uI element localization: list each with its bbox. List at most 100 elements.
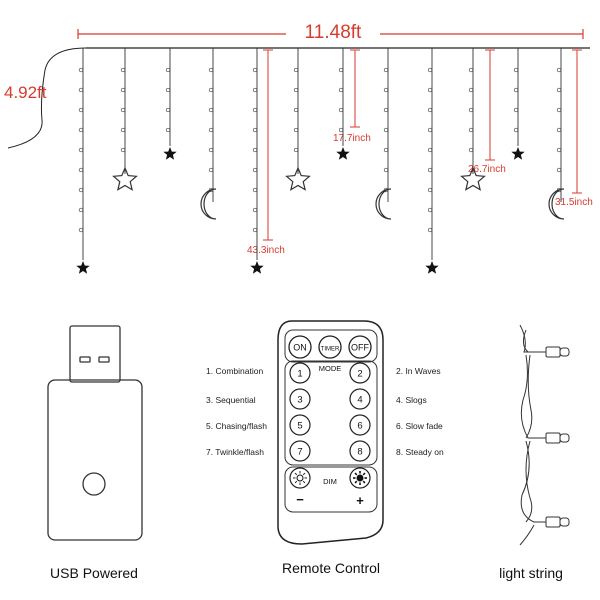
led-bead: [78, 167, 84, 173]
led-bulb-icon: [545, 516, 570, 528]
strand: [112, 48, 138, 191]
led-bead: [208, 87, 214, 93]
mode-label-6: 6. Slow fade: [396, 421, 443, 431]
timer-button[interactable]: TIMER: [318, 335, 342, 359]
strand: [460, 48, 486, 191]
off-button[interactable]: OFF: [348, 335, 372, 359]
led-bead: [78, 107, 84, 113]
star-icon: [112, 166, 138, 191]
led-bead: [165, 87, 171, 93]
mode-key-7[interactable]: 7: [289, 440, 311, 462]
led-bead: [120, 147, 126, 153]
svg-text:2: 2: [357, 369, 362, 380]
height-label: 4.92ft: [4, 83, 47, 102]
mode-heading: MODE: [319, 364, 342, 373]
led-bead: [165, 107, 171, 113]
led-bead: [78, 67, 84, 73]
mode-key-3[interactable]: 3: [289, 388, 311, 410]
mode-key-4[interactable]: 4: [349, 388, 371, 410]
mode-label-5: 5. Chasing/flash: [206, 421, 267, 431]
led-bead: [427, 227, 433, 233]
led-bead: [293, 127, 299, 133]
led-bead: [208, 107, 214, 113]
led-bead: [556, 67, 562, 73]
led-bead: [468, 67, 474, 73]
svg-text:6: 6: [357, 421, 362, 432]
usb-caption: USB Powered: [50, 565, 138, 581]
led-bead: [513, 107, 519, 113]
svg-text:3: 3: [297, 395, 302, 406]
mode-key-2[interactable]: 2: [349, 362, 371, 384]
dim-up-button[interactable]: [349, 467, 371, 489]
mode-key-1[interactable]: 1: [289, 362, 311, 384]
moon-icon: [200, 188, 217, 220]
led-bead: [120, 127, 126, 133]
strand: [511, 48, 525, 160]
star-icon: [425, 261, 439, 274]
dim-down-button[interactable]: [289, 467, 311, 489]
sun-icon: [293, 471, 307, 485]
timer-button-label: TIMER: [321, 347, 340, 353]
width-dimension-line: [77, 29, 584, 39]
led-bead: [513, 87, 519, 93]
led-bead: [252, 207, 258, 213]
led-bead: [513, 67, 519, 73]
star-icon: [163, 147, 177, 160]
star-icon: [285, 166, 311, 191]
led-bead: [165, 127, 171, 133]
led-bead: [556, 167, 562, 173]
led-bead: [252, 147, 258, 153]
drop-label-a: 17.7inch: [333, 133, 371, 144]
remote-caption: Remote Control: [281, 560, 381, 576]
led-bead: [208, 167, 214, 173]
led-bulb-icon: [545, 432, 570, 444]
led-bead: [468, 87, 474, 93]
dim-plus-sign: +: [356, 493, 364, 508]
width-label: 11.48ft: [305, 22, 362, 43]
strand: [285, 48, 311, 191]
led-bead: [383, 87, 389, 93]
led-bead: [556, 107, 562, 113]
on-button[interactable]: ON: [288, 335, 312, 359]
on-button-label: ON: [293, 343, 307, 353]
usb-plug-icon: [47, 325, 143, 541]
led-bead: [252, 167, 258, 173]
lead-cable: [7, 47, 87, 149]
led-bead: [427, 167, 433, 173]
led-bead: [427, 87, 433, 93]
led-bead: [427, 187, 433, 193]
star-icon: [336, 147, 350, 160]
light-string: [519, 324, 546, 546]
led-bead: [427, 207, 433, 213]
led-bead: [252, 227, 258, 233]
strand: [250, 48, 264, 274]
led-bead: [293, 147, 299, 153]
led-bead: [252, 127, 258, 133]
led-bead: [556, 147, 562, 153]
star-icon: [511, 147, 525, 160]
led-bead: [208, 67, 214, 73]
led-bead: [78, 187, 84, 193]
mode-label-4: 4. Slogs: [396, 395, 427, 405]
led-bead: [468, 147, 474, 153]
moon-icon: [375, 188, 392, 220]
led-bead: [120, 107, 126, 113]
mode-key-8[interactable]: 8: [349, 440, 371, 462]
strand: [548, 48, 565, 220]
led-bead: [252, 67, 258, 73]
mode-key-6[interactable]: 6: [349, 414, 371, 436]
led-bead: [293, 67, 299, 73]
mode-key-5[interactable]: 5: [289, 414, 311, 436]
led-bulb-icon: [545, 346, 570, 358]
moon-icon: [548, 188, 565, 220]
led-bead: [383, 107, 389, 113]
off-button-label: OFF: [351, 343, 369, 353]
led-bead: [468, 127, 474, 133]
dim-minus-sign: −: [296, 492, 304, 507]
led-bead: [338, 67, 344, 73]
led-bead: [383, 167, 389, 173]
mode-label-8: 8. Steady on: [396, 447, 444, 457]
mode-label-3: 3. Sequential: [206, 395, 256, 405]
drop-label-d: 43.3inch: [247, 245, 285, 256]
string-caption: light string: [499, 565, 563, 581]
